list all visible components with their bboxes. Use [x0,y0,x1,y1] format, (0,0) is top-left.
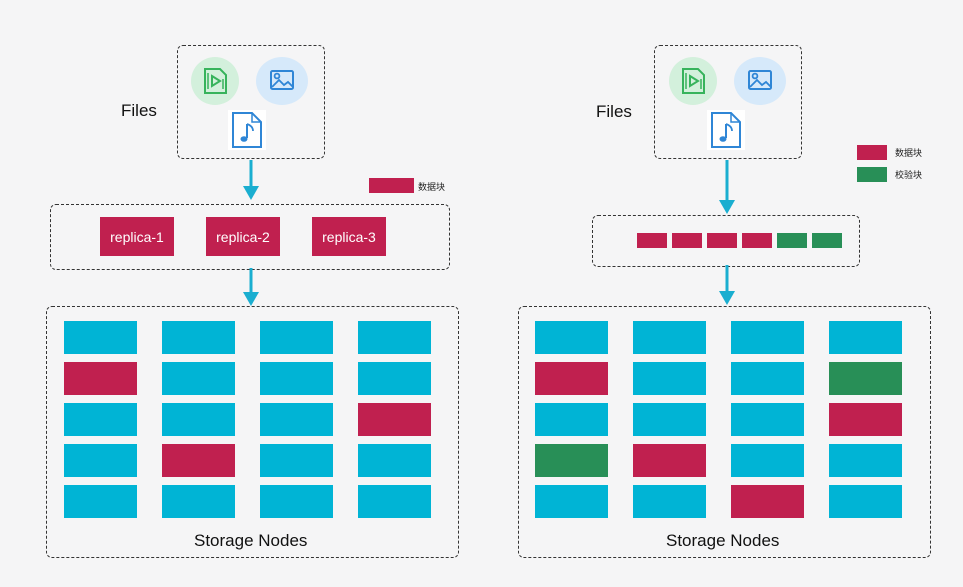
storage-block-teal [260,321,333,354]
storage-block-teal [162,362,235,395]
legend-parity-swatch [857,167,887,182]
video-file-icon [669,57,717,110]
storage-block-teal [64,485,137,518]
storage-block-green [829,362,902,395]
parity-chunk [812,233,842,248]
storage-block-teal [64,321,137,354]
storage-block-teal [64,444,137,477]
storage-label-right: Storage Nodes [666,531,780,550]
storage-block-teal [358,321,431,354]
storage-block-teal [731,444,804,477]
storage-block-teal [358,444,431,477]
storage-block-teal [829,444,902,477]
storage-block-teal [260,444,333,477]
storage-block-teal [535,403,608,436]
replica-1: replica-1 [100,217,174,256]
storage-block-red [535,362,608,395]
legend-data-label-right: 数据块 [895,149,923,159]
storage-block-teal [64,403,137,436]
storage-block-teal [358,485,431,518]
storage-block-teal [633,485,706,518]
files-label-left: Files [121,101,157,120]
data-chunk [707,233,737,248]
storage-block-red [64,362,137,395]
storage-block-red [731,485,804,518]
legend-parity-label: 校验块 [895,171,923,181]
arrow-down-icon [243,268,259,306]
arrow-down-icon [243,160,259,200]
storage-label-left: Storage Nodes [194,531,308,550]
storage-block-teal [358,362,431,395]
audio-file-icon [228,110,266,155]
storage-block-teal [535,321,608,354]
data-chunk [742,233,772,248]
arrow-down-icon [719,265,735,305]
parity-chunk [777,233,807,248]
legend-data-label-left: 数据块 [418,183,446,193]
storage-block-red [162,444,235,477]
storage-block-teal [535,485,608,518]
storage-block-teal [162,403,235,436]
storage-block-teal [260,362,333,395]
storage-block-teal [260,403,333,436]
storage-block-teal [162,321,235,354]
data-chunk [672,233,702,248]
files-box-left [177,45,325,159]
storage-block-red [633,444,706,477]
data-chunk [637,233,667,248]
storage-block-teal [731,321,804,354]
audio-file-icon [707,110,745,155]
image-file-icon [734,57,786,110]
storage-block-teal [633,362,706,395]
arrow-down-icon [719,160,735,214]
storage-block-red [358,403,431,436]
storage-block-teal [633,403,706,436]
legend-data-swatch-left [369,178,414,193]
storage-block-teal [829,485,902,518]
replica-2: replica-2 [206,217,280,256]
files-label-right: Files [596,102,632,121]
legend-data-swatch-right [857,145,887,160]
video-file-icon [191,57,239,110]
storage-block-teal [731,362,804,395]
storage-block-green [535,444,608,477]
storage-box-left [46,306,459,558]
storage-block-teal [162,485,235,518]
storage-block-teal [633,321,706,354]
replica-3: replica-3 [312,217,386,256]
storage-block-teal [731,403,804,436]
storage-block-teal [829,321,902,354]
files-box-right [654,45,802,159]
storage-box-right [518,306,931,558]
storage-block-teal [260,485,333,518]
image-file-icon [256,57,308,110]
storage-block-red [829,403,902,436]
